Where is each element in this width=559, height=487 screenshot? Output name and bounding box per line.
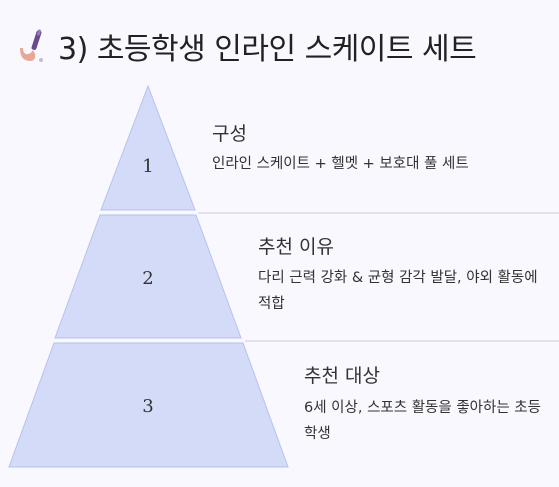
tier-heading-3: 추천 대상 [304, 365, 380, 387]
pyramid-tier-2 [54, 214, 242, 339]
tier-heading-1: 구성 [212, 123, 247, 145]
pyramid-tier-3 [8, 342, 289, 468]
tier-description-3: 6세 이상, 스포츠 활동을 좋아하는 초등학생 [304, 400, 541, 442]
tier-description-1: 인라인 스케이트 + 헬멧 + 보호대 풀 세트 [212, 156, 469, 172]
roller-skate-brush-icon [20, 29, 43, 62]
tier-number-3: 3 [142, 396, 154, 417]
title-row: 3) 초등학생 인라인 스케이트 세트 [16, 26, 477, 67]
tier-heading-2: 추천 이유 [258, 236, 334, 258]
page-title: 3) 초등학생 인라인 스케이트 세트 [58, 32, 477, 67]
pyramid-tier-1 [100, 84, 196, 211]
tier-number-2: 2 [142, 268, 154, 289]
tier-number-1: 1 [142, 156, 154, 177]
tier-description-2: 다리 근력 강화 & 균형 감각 발달, 야외 활동에 적합 [258, 270, 538, 312]
